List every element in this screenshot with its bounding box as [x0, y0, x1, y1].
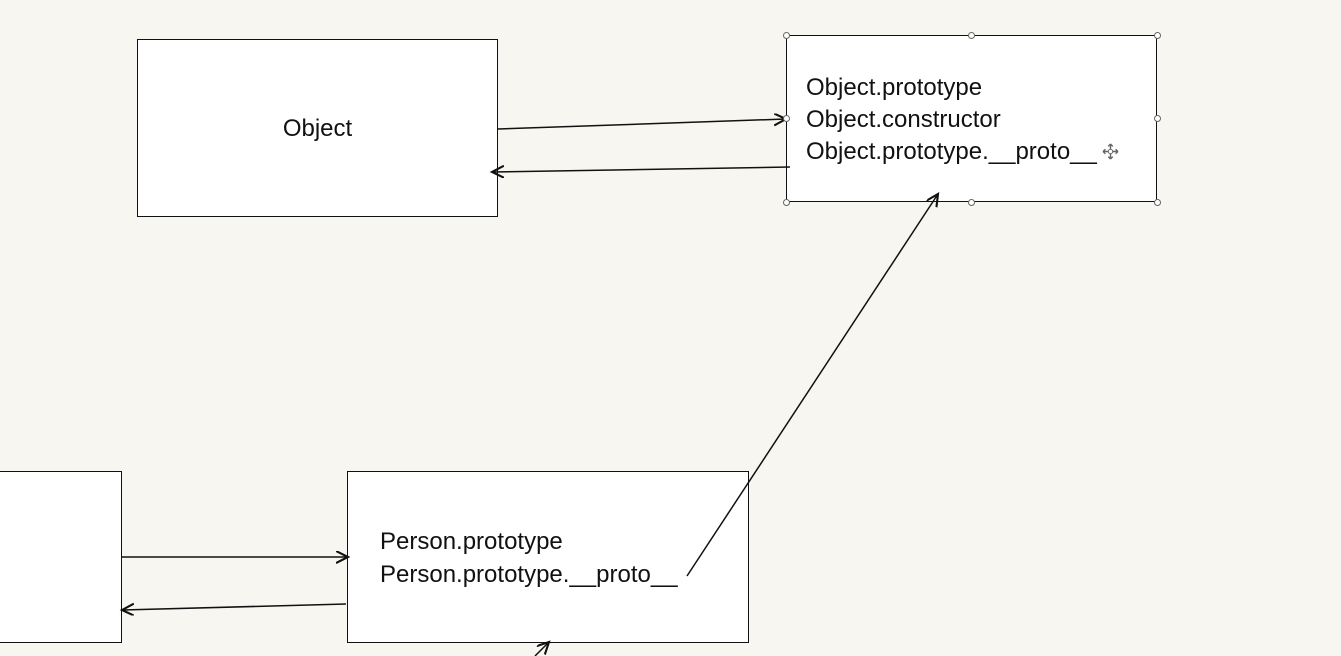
selection-handle-icon[interactable] [1154, 115, 1161, 122]
person-prototype-line-1: Person.prototype [380, 528, 563, 555]
prototype-to-person-arrow[interactable] [122, 604, 347, 610]
selection-handle-icon[interactable] [783, 199, 790, 206]
person-proto-to-object-prototype-arrow[interactable] [686, 194, 938, 577]
selection-handle-icon[interactable] [968, 32, 975, 39]
selection-handle-icon[interactable] [1154, 32, 1161, 39]
selection-handle-icon[interactable] [783, 32, 790, 39]
selection-handle-icon[interactable] [783, 115, 790, 122]
object-label: Object [282, 115, 353, 142]
object-prototype-line-1: Object.prototype [806, 74, 983, 101]
person-box[interactable] [0, 471, 122, 643]
prototype-to-object-arrow[interactable] [492, 167, 791, 172]
person-prototype-box[interactable]: Person.prototype Person.prototype.__prot… [347, 471, 749, 643]
object-box[interactable]: Object [137, 39, 498, 217]
object-to-prototype-arrow[interactable] [497, 119, 786, 130]
object-prototype-proto-line: Object.prototype.__proto__ [806, 138, 1097, 165]
selection-handle-icon[interactable] [968, 199, 975, 206]
selection-handle-icon[interactable] [1154, 199, 1161, 206]
move-cursor-icon [1102, 143, 1119, 160]
bottom-offscreen-arrow[interactable] [534, 642, 549, 656]
person-prototype-proto-line: Person.prototype.__proto__ [380, 561, 678, 588]
object-constructor-line: Object.constructor [806, 106, 1001, 133]
